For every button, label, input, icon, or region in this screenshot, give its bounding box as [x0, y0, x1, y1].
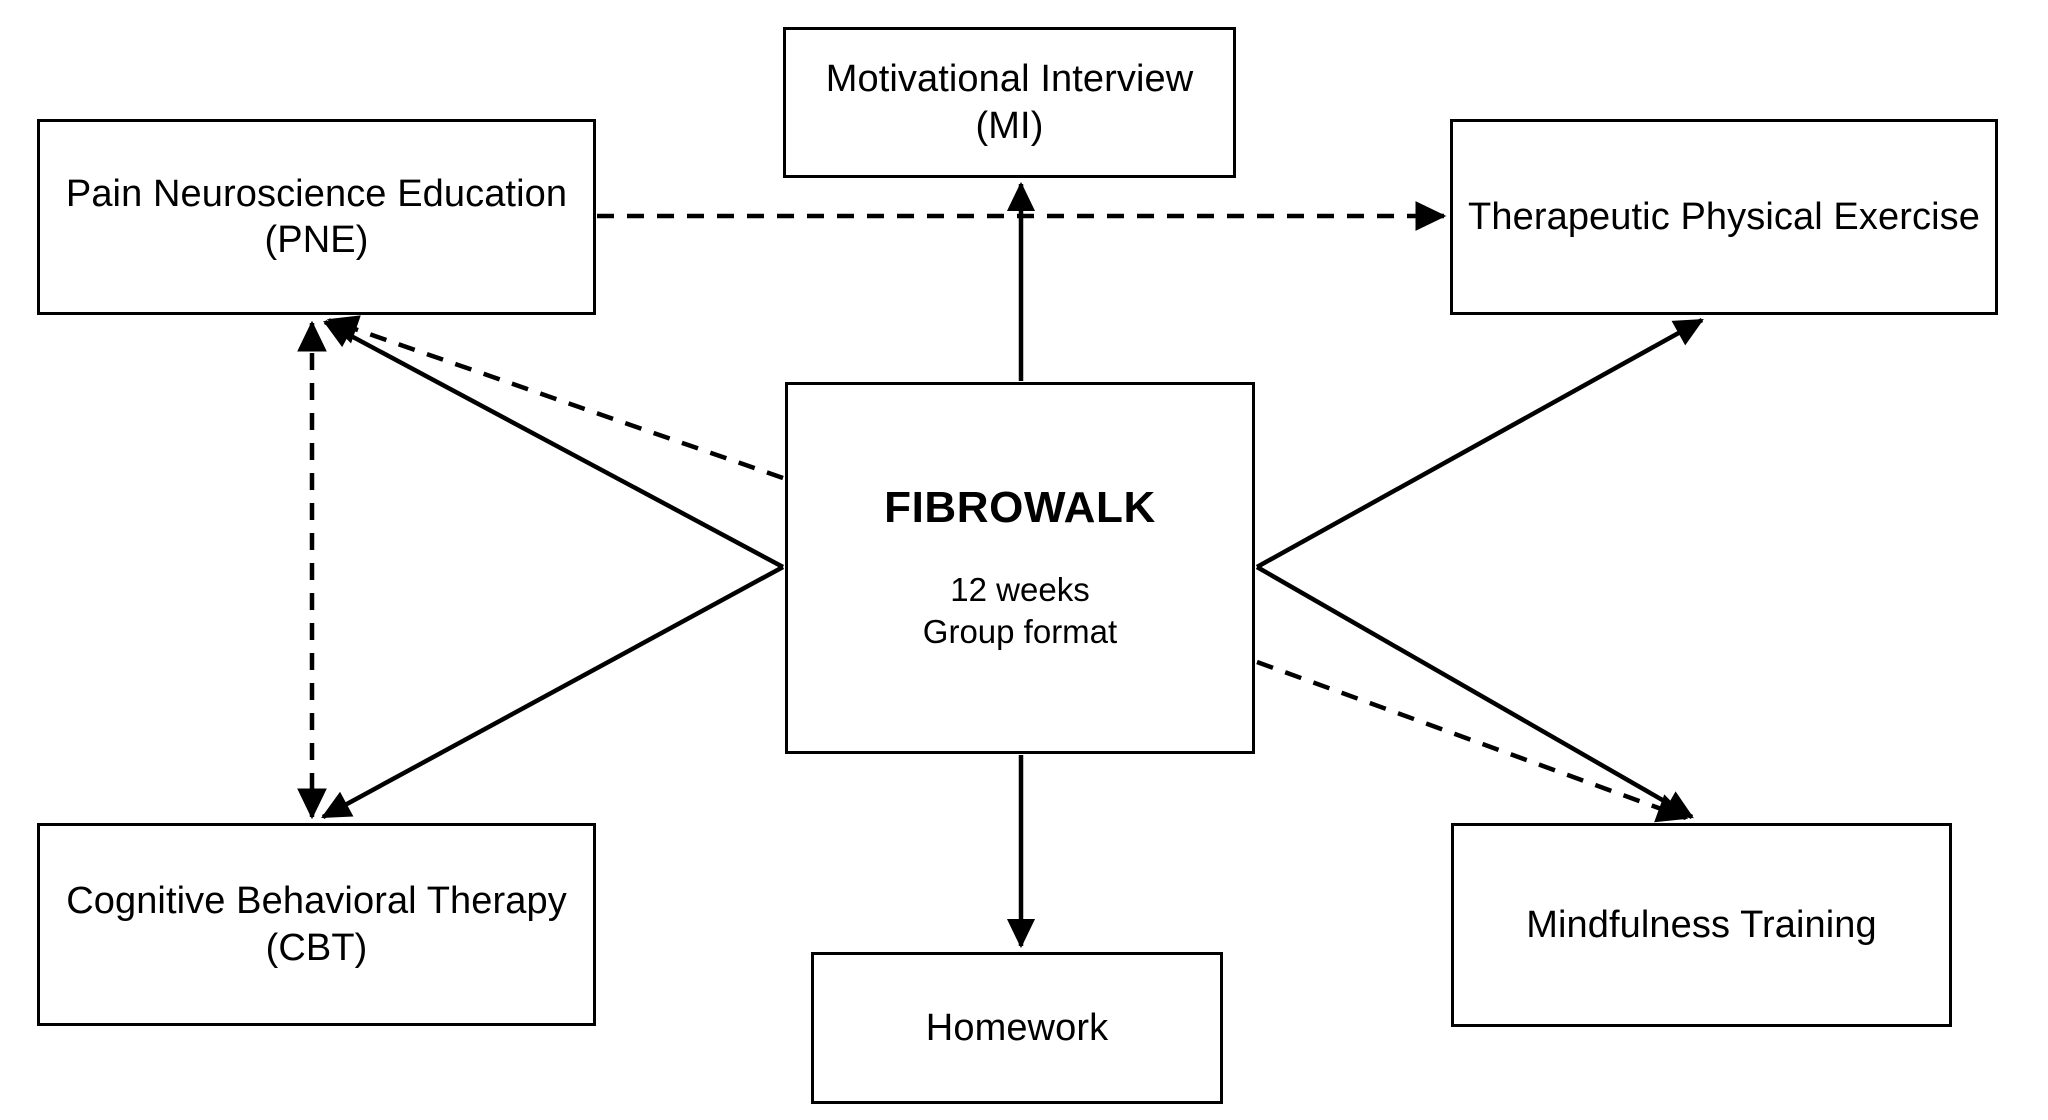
node-pain-neuroscience-education[interactable]: Pain Neuroscience Education (PNE) — [37, 119, 596, 315]
node-fibrowalk[interactable]: FIBROWALK 12 weeks Group format — [785, 382, 1255, 754]
node-cognitive-behavioral-therapy[interactable]: Cognitive Behavioral Therapy (CBT) — [37, 823, 596, 1026]
node-mindfulness-label: Mindfulness Training — [1526, 903, 1877, 946]
edge-fibrowalk-to-cbt — [321, 565, 785, 819]
node-cbt-label: Cognitive Behavioral Therapy (CBT) — [66, 880, 567, 969]
node-fibrowalk-title: FIBROWALK — [884, 482, 1156, 532]
node-tpe-label: Therapeutic Physical Exercise — [1468, 195, 1980, 238]
node-mindfulness-training[interactable]: Mindfulness Training — [1451, 823, 1952, 1027]
edge-fibrowalk-to-tpe — [1255, 318, 1704, 569]
node-motivational-interview[interactable]: Motivational Interview (MI) — [783, 27, 1236, 178]
node-pne-label: Pain Neuroscience Education (PNE) — [65, 172, 568, 261]
node-fibrowalk-subtitle: 12 weeks Group format — [922, 570, 1118, 650]
node-mi-label: Motivational Interview (MI) — [825, 58, 1194, 147]
node-homework[interactable]: Homework — [811, 952, 1223, 1104]
edge-fibrowalk-to-pne — [323, 320, 785, 569]
node-homework-label: Homework — [925, 1006, 1109, 1049]
edge-fibrowalk-to-mindfulness — [1255, 565, 1694, 819]
node-therapeutic-physical-exercise[interactable]: Therapeutic Physical Exercise — [1450, 119, 1998, 315]
edge-fibrowalk-to-pne-dashed — [326, 315, 784, 481]
edge-fibrowalk-to-mindfulness-dashed — [1256, 659, 1689, 823]
